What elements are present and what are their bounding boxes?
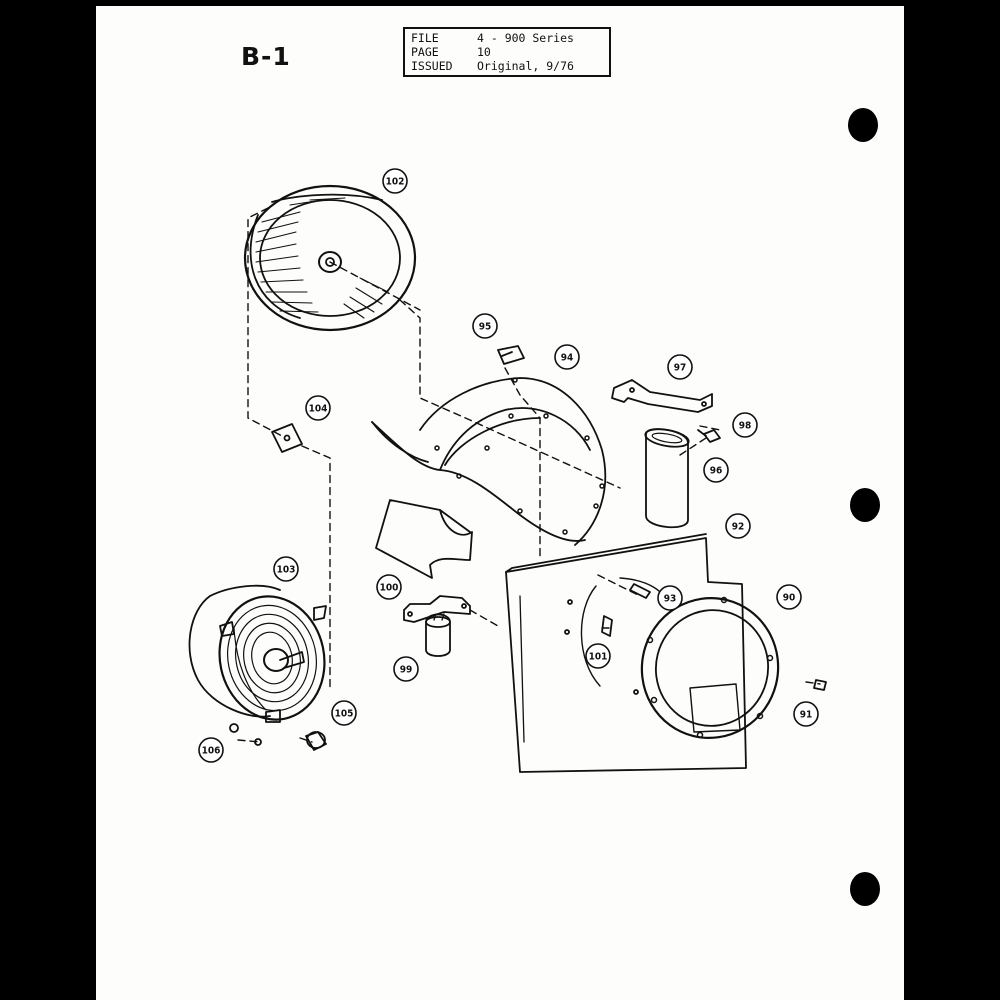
run-capacitor: [644, 428, 690, 529]
callout-number: 90: [783, 593, 796, 604]
callout-circle: [393, 656, 419, 682]
binder-hole-bottom: [850, 872, 880, 906]
info-key: ISSUED: [411, 59, 453, 73]
callout-number: 98: [739, 421, 752, 432]
callout-105: 105: [331, 700, 357, 726]
callout-number: 91: [800, 710, 813, 721]
file-info-box: FILE 4 - 900 Series PAGE 10 ISSUED Origi…: [403, 27, 611, 77]
callout-number: 100: [380, 583, 399, 594]
mounting-plate: [271, 423, 303, 453]
callout-circle: [331, 700, 357, 726]
callout-number: 97: [674, 363, 687, 374]
callout-90: 90: [776, 584, 802, 610]
sheet-label: B-1: [241, 42, 291, 71]
callout-100: 100: [376, 574, 402, 600]
callout-circle: [793, 701, 819, 727]
callout-circle: [725, 513, 751, 539]
info-row-page: PAGE 10: [411, 45, 603, 59]
callout-number: 92: [732, 522, 745, 533]
callout-101: 101: [585, 643, 611, 669]
blower-housing: [371, 377, 607, 546]
callout-circle: [305, 395, 331, 421]
start-capacitor: [425, 613, 451, 657]
callout-number: 93: [664, 594, 677, 605]
callout-96: 96: [703, 457, 729, 483]
callout-99: 99: [393, 656, 419, 682]
callout-number: 106: [202, 746, 221, 757]
callout-92: 92: [725, 513, 751, 539]
callout-circle: [732, 412, 758, 438]
callout-circle: [657, 585, 683, 611]
callout-104: 104: [305, 395, 331, 421]
motor-bushing: [305, 731, 327, 751]
callout-95: 95: [472, 313, 498, 339]
callout-circle: [554, 344, 580, 370]
info-value: 4 - 900 Series: [477, 31, 574, 45]
callout-91: 91: [793, 701, 819, 727]
callout-98: 98: [732, 412, 758, 438]
callout-106: 106: [198, 737, 224, 763]
callout-circle: [273, 556, 299, 582]
callout-circle: [382, 168, 408, 194]
binder-hole-middle: [850, 488, 880, 522]
screw: [697, 429, 721, 443]
callout-number: 101: [589, 652, 608, 663]
info-key: PAGE: [411, 45, 439, 59]
paper-sheet: [96, 6, 904, 1000]
callout-number: 99: [400, 665, 413, 676]
callout-circle: [776, 584, 802, 610]
callout-bubbles: 102 95 94 97 98 104 96 92 103 100 93 90 101 99 105 106 9…: [198, 168, 819, 763]
callout-circle: [198, 737, 224, 763]
callout-circle: [703, 457, 729, 483]
callout-number: 94: [561, 353, 574, 364]
callout-number: 95: [479, 322, 492, 333]
callout-circle: [585, 643, 611, 669]
callout-102: 102: [382, 168, 408, 194]
callout-103: 103: [273, 556, 299, 582]
callout-97: 97: [667, 354, 693, 380]
callout-number: 104: [309, 404, 328, 415]
callout-circle: [472, 313, 498, 339]
info-key: FILE: [411, 31, 439, 45]
blower-motor: [188, 584, 327, 723]
callout-number: 102: [386, 177, 405, 188]
cutoff-plate: [375, 499, 473, 579]
info-row-file: FILE 4 - 900 Series: [411, 31, 603, 45]
blower-panel: [505, 533, 747, 773]
clip: [497, 345, 525, 365]
callout-circle: [667, 354, 693, 380]
binder-hole-top: [848, 108, 878, 142]
info-value: Original, 9/76: [477, 59, 574, 73]
info-row-issued: ISSUED Original, 9/76: [411, 59, 603, 73]
callout-number: 96: [710, 466, 723, 477]
callout-94: 94: [554, 344, 580, 370]
panel-screws: [601, 583, 827, 691]
callout-93: 93: [657, 585, 683, 611]
callout-number: 103: [277, 565, 296, 576]
inlet-ring: [640, 596, 780, 739]
assembly-leader-lines: [237, 207, 821, 743]
callout-circle: [376, 574, 402, 600]
capacitor-strap: [611, 379, 713, 413]
motor-nut: [229, 723, 262, 746]
capacitor-bracket: [403, 595, 471, 623]
callout-number: 105: [335, 709, 354, 720]
blower-wheel: [243, 184, 417, 332]
info-value: 10: [477, 45, 491, 59]
